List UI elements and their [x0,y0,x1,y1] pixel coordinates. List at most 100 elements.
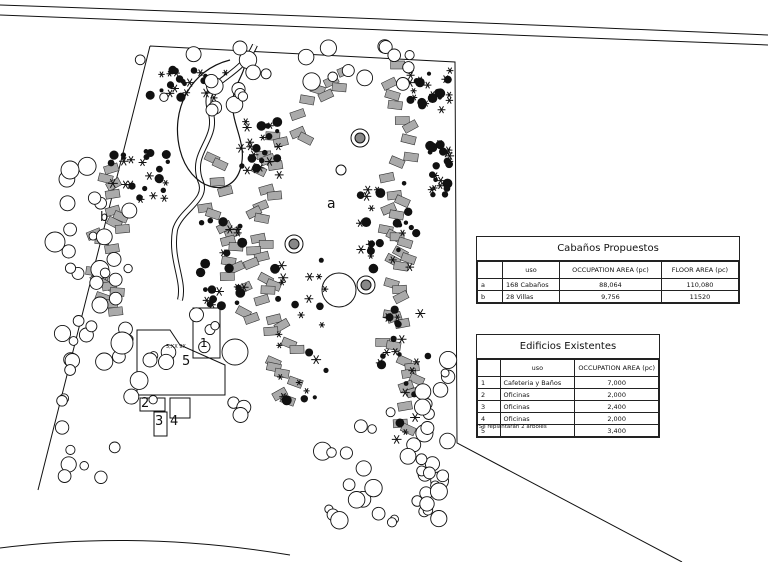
tree-open [185,46,202,63]
building-label-4: 4 [170,414,179,429]
building-4 [169,397,191,419]
shrub-symbol [214,287,224,296]
tree-open [123,263,133,274]
tree-dark [128,182,136,190]
cabin [286,375,304,389]
shrub-symbol [138,158,147,167]
shrub-symbol [136,195,145,204]
tree-open [142,352,158,368]
tree-open [59,195,76,212]
tree-open [430,510,448,528]
shrub-symbol [391,434,402,444]
tree-dark [408,224,414,231]
tree-open [378,40,393,54]
tree-dark [223,249,231,257]
shrub-symbol [119,156,129,166]
shrub-symbol [274,170,284,180]
shrub-symbol [277,374,284,380]
tree-dark [172,67,179,75]
shrub-symbol [446,67,454,74]
tree-dark [396,247,401,253]
tree-open [189,307,204,323]
tree-dark [361,217,372,228]
tree-dark [203,287,208,292]
shrub-symbol [201,88,211,98]
building-label-1: 1 [200,336,208,350]
shrub-symbol [297,311,305,319]
cabin [401,119,419,134]
pond [356,275,376,295]
tree-open [108,272,123,287]
tree-dark [312,395,317,400]
shrub-symbol [406,71,415,79]
table-existing-title: Edificios Existentes [477,335,659,359]
tree-open [339,446,353,460]
tree-dark [143,154,150,160]
cabin [104,188,121,200]
tree-dark [256,121,267,131]
tree-open [237,91,249,102]
cabin [384,88,401,102]
tree-open [56,395,68,407]
cabin [392,289,410,305]
tree-open [64,364,76,376]
tree-dark [318,257,324,263]
shrub-symbol [274,142,283,151]
shrub-symbol [278,279,286,286]
tree-dark [154,174,164,184]
shrub-symbol [246,143,255,151]
tree-open [85,320,98,333]
tree-dark [143,149,149,154]
tree-open [77,156,97,176]
shrub-symbol [423,81,432,89]
tree-open [61,244,76,259]
tree-dark [275,129,280,134]
shrub-symbol [245,138,255,147]
shrub-symbol [388,256,397,264]
table-proposed-cabins: Cabaños Propuestos uso OCCUPATION AREA (… [476,236,740,304]
pond [350,128,370,148]
building-1 [192,307,221,359]
tree-dark [430,191,436,198]
shrub-symbol [402,429,409,435]
tree-open [89,275,104,290]
shrub-symbol [321,285,329,293]
tree-dark [121,155,126,160]
tree-dark [259,157,265,164]
tree-dark [273,154,282,163]
tree-open [60,160,80,180]
tree-dark [424,352,432,360]
shrub-symbol [222,69,229,76]
table-row: 1 Cafeteria y Baños 7,000 [477,376,659,389]
tree-open [108,441,121,454]
shrub-symbol [368,205,375,212]
shrub-symbol [400,388,410,397]
shrub-symbol [394,314,401,321]
shrub-symbol [264,157,275,166]
cabin [397,400,413,412]
tree-open [204,73,219,89]
shrub-symbol [363,185,373,194]
tree-dark [235,288,246,298]
shrub-symbol [445,96,454,104]
shrub-symbol [165,89,175,98]
shrub-symbol [383,313,393,322]
tree-dark [142,185,148,192]
tree-open [356,69,374,87]
shrub-symbol [311,355,322,365]
tree-open [108,291,123,306]
tree-dark [404,207,413,216]
shrub-symbol [303,387,310,394]
cabin [378,171,395,184]
shrub-symbol [158,71,165,78]
tree-open [402,61,415,74]
cabin [331,82,347,93]
shrub-symbol [305,272,314,281]
tree-open [57,469,72,483]
shrub-symbol [441,75,451,84]
tree-open [64,262,77,274]
cabins-layer [85,60,426,437]
tree-dark [305,348,314,357]
shrub-symbol [279,392,288,401]
tree-open [404,50,415,61]
